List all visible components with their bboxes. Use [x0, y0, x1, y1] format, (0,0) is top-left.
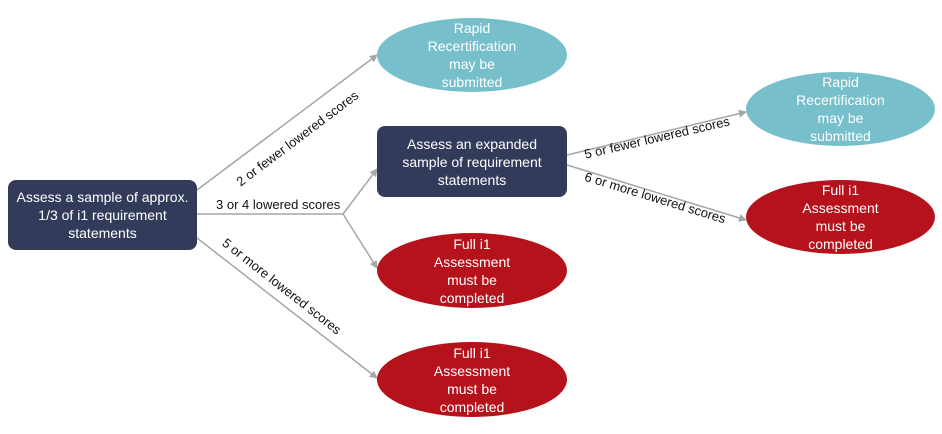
full-assessment-outcome-1-label: Full i1 Assessment must be completed: [433, 235, 511, 306]
rapid-recertification-outcome-1: Rapid Recertification may be submitted: [377, 18, 567, 92]
rapid-recertification-outcome-2: Rapid Recertification may be submitted: [746, 72, 935, 146]
arrow-expanded-to-rapid-2: [566, 109, 747, 156]
arrow-start-to-rapid-1: [196, 54, 378, 191]
full-assessment-outcome-2-label: Full i1 Assessment must be completed: [433, 344, 511, 415]
arrow-split-to-expanded: [342, 168, 378, 215]
full-assessment-outcome-3-label: Full i1 Assessment must be completed: [802, 182, 879, 252]
expanded-sample-box: Assess an expanded sample of requirement…: [377, 126, 567, 197]
start-box-label: Assess a sample of approx. 1/3 of i1 req…: [16, 189, 189, 241]
full-assessment-outcome-1: Full i1 Assessment must be completed: [377, 233, 567, 308]
rapid-recertification-outcome-2-label: Rapid Recertification may be submitted: [796, 74, 885, 144]
arrow-expanded-to-full-3: [566, 164, 747, 222]
full-assessment-outcome-3: Full i1 Assessment must be completed: [746, 180, 935, 254]
rapid-recertification-outcome-1-label: Rapid Recertification may be submitted: [427, 20, 517, 90]
edge-label-3-or-4: 3 or 4 lowered scores: [216, 197, 341, 212]
arrow-split-to-full-1: [342, 213, 378, 269]
full-assessment-outcome-2: Full i1 Assessment must be completed: [377, 342, 567, 417]
start-box: Assess a sample of approx. 1/3 of i1 req…: [8, 180, 197, 250]
arrow-start-to-full-2: [196, 237, 378, 379]
expanded-sample-box-label: Assess an expanded sample of requirement…: [402, 135, 542, 188]
